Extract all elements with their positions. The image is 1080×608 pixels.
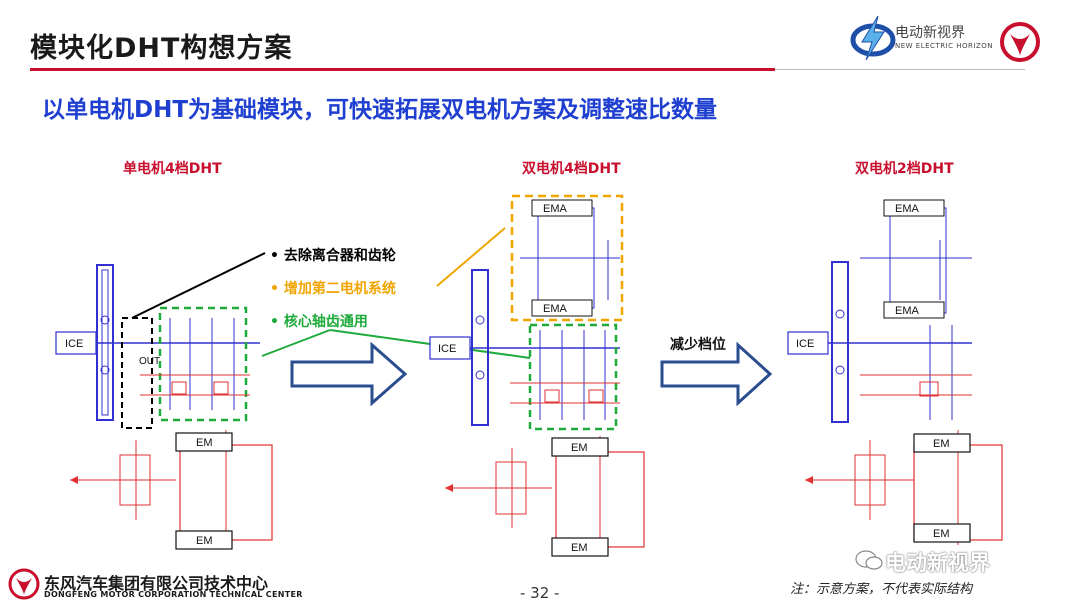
- middle-em-top-label: EM: [571, 442, 588, 454]
- reduce-gears-label: 减少档位: [670, 337, 726, 353]
- left-ice-label: ICE: [65, 338, 83, 350]
- arrow-right-1: [290, 341, 408, 407]
- slide-title: 模块化DHT构想方案: [30, 33, 293, 64]
- middle-ema-bottom-label: EMA: [543, 303, 568, 315]
- brand-name: 电动新视界: [895, 25, 965, 41]
- annotation-common-shaft-text: 核心轴齿通用: [283, 314, 368, 330]
- right-em-bottom-label: EM: [933, 528, 950, 540]
- left-em-bottom-label: EM: [196, 535, 213, 547]
- annotation-add-motor-text: 增加第二电机系统: [283, 281, 396, 297]
- left-em-top-label: EM: [196, 437, 213, 449]
- annotation-remove-clutch-text: 去除离合器和齿轮: [283, 248, 396, 264]
- wechat-icon: [855, 550, 883, 570]
- right-ice-label: ICE: [796, 338, 814, 350]
- middle-ice-label: ICE: [438, 343, 456, 355]
- annotation-remove-clutch: • 去除离合器和齿轮: [270, 248, 396, 264]
- leader-line-orange: [436, 227, 506, 287]
- footnote: 注：示意方案，不代表实际结构: [790, 582, 973, 597]
- annotation-add-motor: • 增加第二电机系统: [270, 281, 396, 297]
- leader-line-green-a: [261, 329, 331, 357]
- brand-logo-icon: [850, 15, 896, 61]
- right-ema-top-label: EMA: [895, 203, 920, 215]
- right-diagram-label: 双电机2档DHT: [855, 161, 954, 177]
- annotation-common-shaft: • 核心轴齿通用: [270, 314, 368, 330]
- left-diagram-label: 单电机4档DHT: [123, 161, 222, 177]
- watermark-text: 电动新视界: [885, 551, 990, 575]
- left-out-label: OUT: [139, 356, 160, 367]
- slide-subtitle: 以单电机DHT为基础模块，可快速拓展双电机方案及调整速比数量: [42, 97, 718, 123]
- dongfeng-logo-icon: [1000, 22, 1040, 62]
- footer-dongfeng-logo-icon: [8, 568, 40, 600]
- middle-ema-top-label: EMA: [543, 203, 568, 215]
- middle-diagram-label: 双电机4档DHT: [522, 161, 621, 177]
- right-ema-bottom-label: EMA: [895, 305, 920, 317]
- page-number: - 32 -: [520, 584, 560, 602]
- brand-tagline: NEW ELECTRIC HORIZON: [895, 42, 993, 50]
- right-diagram: ICE EMA EMA EM EM: [787, 199, 1003, 545]
- right-em-top-label: EM: [933, 438, 950, 450]
- arrow-right-2: [660, 341, 773, 407]
- footer-company-cn: 东风汽车集团有限公司技术中心: [44, 574, 269, 593]
- middle-diagram: ICE EMA EMA EM EM: [429, 194, 645, 557]
- left-diagram: ICE OUT EM EM: [55, 264, 273, 550]
- header-divider: [775, 69, 1025, 70]
- middle-em-bottom-label: EM: [571, 542, 588, 554]
- leader-line-black: [131, 252, 266, 319]
- footer-company-en: DONGFENG MOTOR CORPORATION TECHNICAL CEN…: [44, 590, 303, 599]
- title-underline: [30, 68, 775, 71]
